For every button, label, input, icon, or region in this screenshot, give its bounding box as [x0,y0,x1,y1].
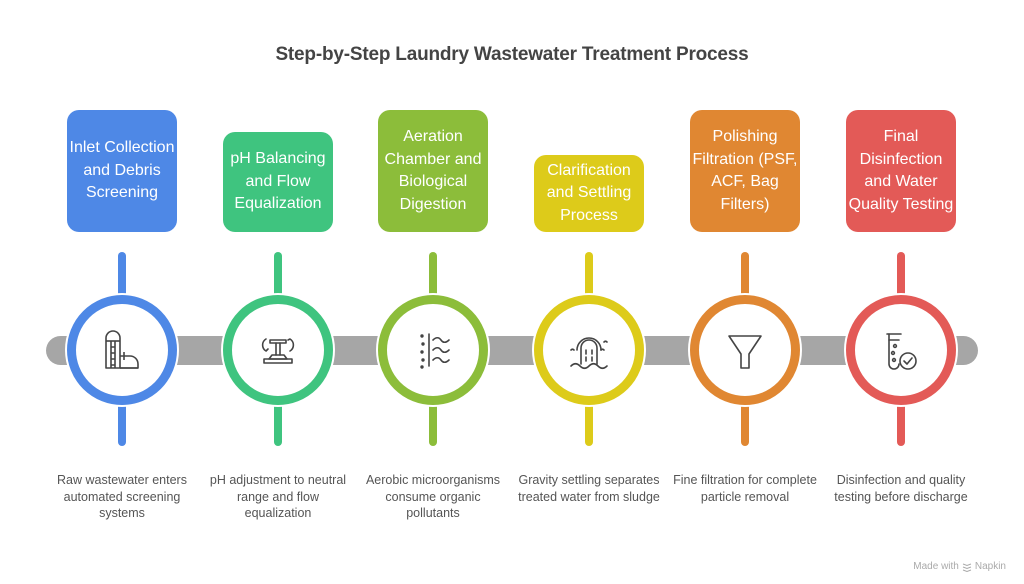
step-label: Polishing Filtration (PSF, ACF, Bag Filt… [692,128,798,213]
step-icon-ring [690,295,800,405]
step-description: Aerobic microorganisms consume organic p… [365,473,501,520]
step-label: Clarification and Settling Process [546,161,632,224]
step-label-box: Inlet Collection and Debris Screening [67,110,177,232]
step-6: Final Disinfection and Water Quality Tes… [823,0,979,584]
napkin-brand-text: Napkin [974,561,1006,572]
step-description: pH adjustment to neutral range and flow … [209,473,347,520]
napkin-logo-icon [962,563,972,572]
step-label-box: Aeration Chamber and Biological Digestio… [378,110,488,232]
step-icon-ring [223,295,333,405]
connector-bottom [118,400,126,446]
step-1: Inlet Collection and Debris Screening Ra… [44,0,200,584]
made-with-text: Made with [913,561,959,572]
step-label: Aeration Chamber and Biological Digestio… [384,128,482,213]
funnel-icon [728,335,762,369]
step-description: Fine filtration for complete particle re… [673,473,817,504]
connector-top [118,252,126,300]
step-2: pH Balancing and Flow Equalization pH ad… [200,0,356,584]
connector-bottom [741,400,749,446]
connector-top [429,252,437,300]
connector-bottom [429,400,437,446]
connector-top [897,252,905,300]
step-description: Disinfection and quality testing before … [834,473,968,504]
step-label-box: Polishing Filtration (PSF, ACF, Bag Filt… [690,110,800,232]
step-description: Gravity settling separates treated water… [518,473,660,504]
connector-top [741,252,749,300]
step-icon-ring [846,295,956,405]
valve-rotate-icon [261,338,295,364]
silo-pipe-icon [105,330,139,369]
step-label: pH Balancing and Flow Equalization [230,150,326,213]
step-label-box: Final Disinfection and Water Quality Tes… [846,110,956,232]
connector-top [274,252,282,300]
diagram-title: Step-by-Step Laundry Wastewater Treatmen… [275,44,749,65]
connector-top [585,252,593,300]
connector-bottom [274,400,282,446]
step-label-box: Clarification and Settling Process [534,155,644,232]
settling-tank-icon [570,337,608,370]
step-5: Polishing Filtration (PSF, ACF, Bag Filt… [667,0,823,584]
step-label: Inlet Collection and Debris Screening [69,139,175,202]
step-description: Raw wastewater enters automated screenin… [57,473,187,520]
step-icon-ring [378,295,488,405]
step-icon-ring [534,295,644,405]
connector-bottom [897,400,905,446]
napkin-watermark: Made with Napkin [913,561,1006,572]
step-label-box: pH Balancing and Flow Equalization [223,132,333,232]
step-icon-ring [67,295,177,405]
aeration-waves-icon [420,333,450,369]
test-tube-check-icon [886,333,917,370]
step-3: Aeration Chamber and Biological Digestio… [355,0,511,584]
step-4: Clarification and Settling Process Gravi… [511,0,667,584]
connector-bottom [585,400,593,446]
step-label: Final Disinfection and Water Quality Tes… [848,128,954,213]
process-timeline-bar [46,336,978,365]
